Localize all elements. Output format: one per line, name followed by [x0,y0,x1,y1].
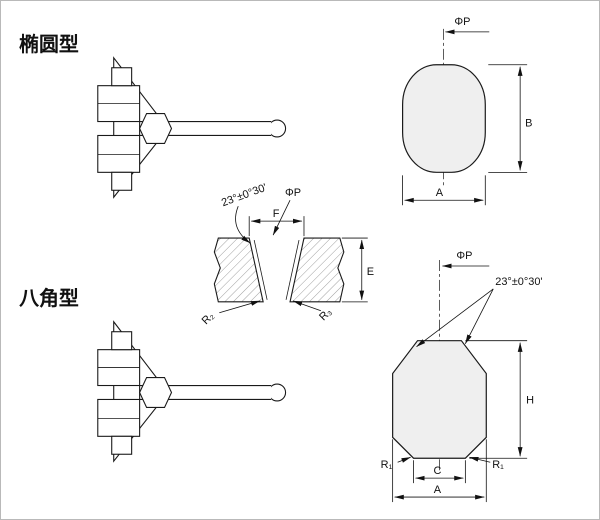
punch-side-view-oval [97,56,287,199]
die-material-right [289,237,345,303]
section-phi-p-label: ΦP [285,187,301,199]
octagon-type-title: 八角型 [19,286,79,310]
section-angle-leader [235,206,251,244]
shaft-round-tip [268,119,287,138]
dim-a-label: A [436,187,444,199]
shaft-round-tip [268,383,287,402]
oval-type-title: 椭圆型 [19,32,79,56]
phi-p-label: ΦP [456,250,472,262]
dim-e-label: E [367,266,374,278]
radius-r2-leader [219,300,261,314]
oval-rivet-head [402,64,486,173]
radius-r3-leader [292,300,322,312]
clamp-block-bottom [97,398,141,437]
radius-r1-left-leader [397,456,411,463]
dim-b-label: B [525,118,532,130]
die-section-view: F E 23°±0°30' ΦP R₂ R₃ [200,182,374,327]
hex-nut [139,376,173,408]
dim-f-label: F [273,208,280,220]
octagon-angle-label: 23°±0°30' [495,276,542,288]
octagon-face-view: ΦP 23°±0°30' H R₁ R₁ C A [381,250,543,503]
cavity-inner-wall-right [285,239,300,300]
punch-side-view-octagon [97,320,287,463]
clamp-lug-top [111,331,133,351]
dim-a-label: A [434,484,442,496]
phi-p-label: ΦP [454,16,470,28]
cavity-inner-wall-left [253,239,268,300]
dim-c-label: C [434,465,442,477]
octagon-angle-leader-left [416,288,494,347]
oval-face-view: ΦP B A [402,16,532,206]
clamp-lug-bottom [111,171,133,191]
section-phi-p-leader [272,200,291,236]
clamp-lug-top [111,67,133,87]
section-angle-label: 23°±0°30' [220,182,269,209]
clamp-lug-bottom [111,435,133,455]
dim-h-label: H [526,394,534,406]
hex-nut [139,113,173,144]
radius-r1-left-label: R₁ [381,459,393,471]
octagon-rivet-head [392,340,487,459]
radius-r1-right-leader [468,456,491,463]
clamp-block-bottom [97,134,141,173]
radius-r1-right-label: R₁ [492,459,504,471]
radius-r2-label: R₂ [200,310,217,327]
radius-r3-label: R₃ [317,306,334,323]
octagon-angle-leader-right [465,288,494,345]
